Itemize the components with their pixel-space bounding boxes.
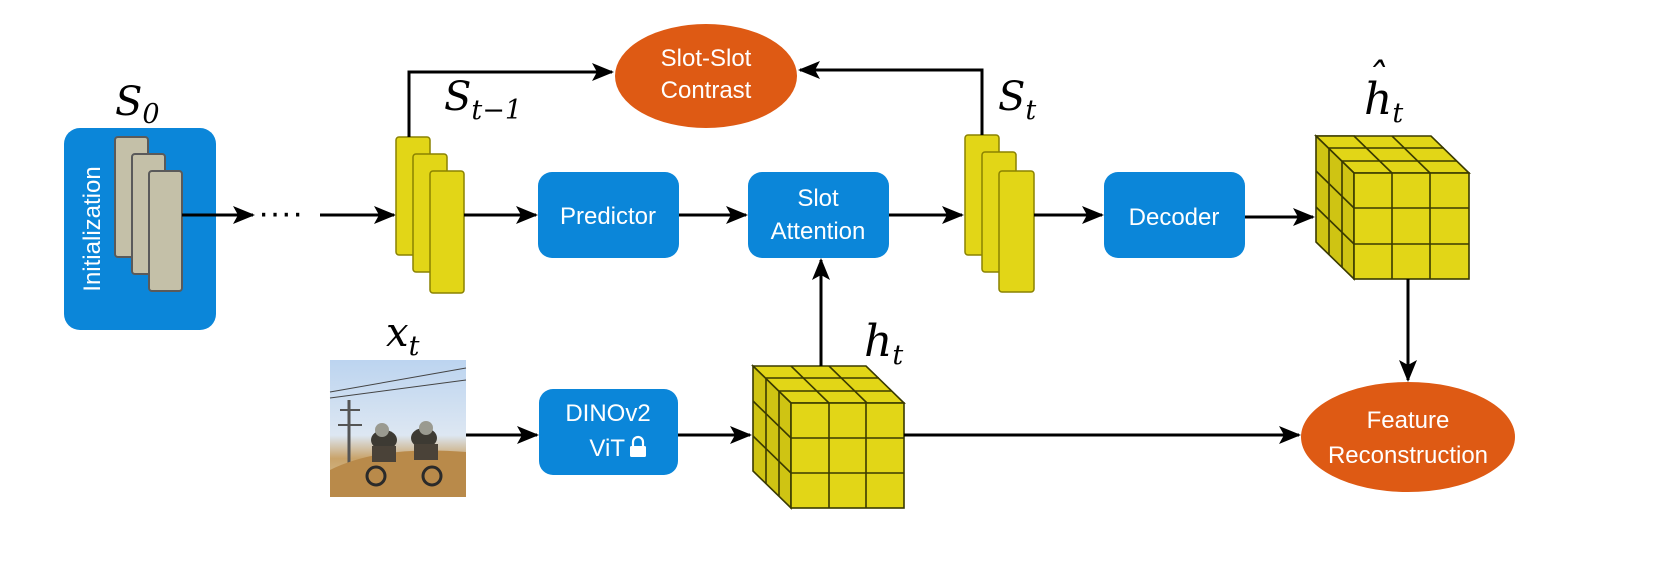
s0-label: S0: [115, 79, 160, 130]
dino-line1: DINOv2: [565, 400, 650, 427]
contrast-line2: Contrast: [661, 77, 752, 104]
h-t-label: ht: [864, 316, 903, 371]
initial-slots-stack: [114, 136, 183, 292]
slot-attention-line2: Attention: [771, 218, 866, 245]
predictor-label: Predictor: [560, 203, 656, 230]
feature-reconstruction-loss: Feature Reconstruction: [1301, 382, 1515, 492]
slot-attention-module: Slot Attention: [748, 172, 889, 258]
slots-current-stack: [964, 134, 1035, 293]
slot-attention-line1: Slot: [797, 185, 839, 212]
contrast-line1: Slot-Slot: [661, 45, 752, 72]
initialization-label: Initialization: [79, 166, 106, 291]
arrow-st-to-contrast: [798, 61, 984, 135]
predictor-module: Predictor: [538, 172, 679, 258]
dinov2-vit-encoder: DINOv2 ViT: [539, 389, 678, 475]
slot-slot-contrast-loss: Slot-Slot Contrast: [615, 24, 797, 128]
recon-line1: Feature: [1367, 407, 1450, 434]
arrow-sprev-to-contrast: [407, 63, 614, 137]
decoder-module: Decoder: [1104, 172, 1245, 258]
ellipsis: ····: [258, 194, 303, 232]
h-hat-label: ht: [1364, 74, 1403, 129]
slots-prev-stack: [395, 136, 465, 294]
s-t-label: St: [998, 74, 1036, 126]
initialization-box: Initialization: [64, 128, 216, 330]
reconstructed-features-cube: [1314, 134, 1471, 281]
dino-line2: ViT: [589, 435, 625, 462]
recon-line2: Reconstruction: [1328, 442, 1488, 469]
input-frame-image: [329, 360, 467, 497]
features-cube: [751, 364, 906, 510]
x-t-label: xt: [386, 310, 420, 362]
decoder-label: Decoder: [1129, 204, 1220, 231]
lock-icon: [630, 435, 646, 457]
s-prev-label: St−1: [444, 74, 522, 126]
h-hat-accent: ˆ: [1366, 56, 1386, 102]
